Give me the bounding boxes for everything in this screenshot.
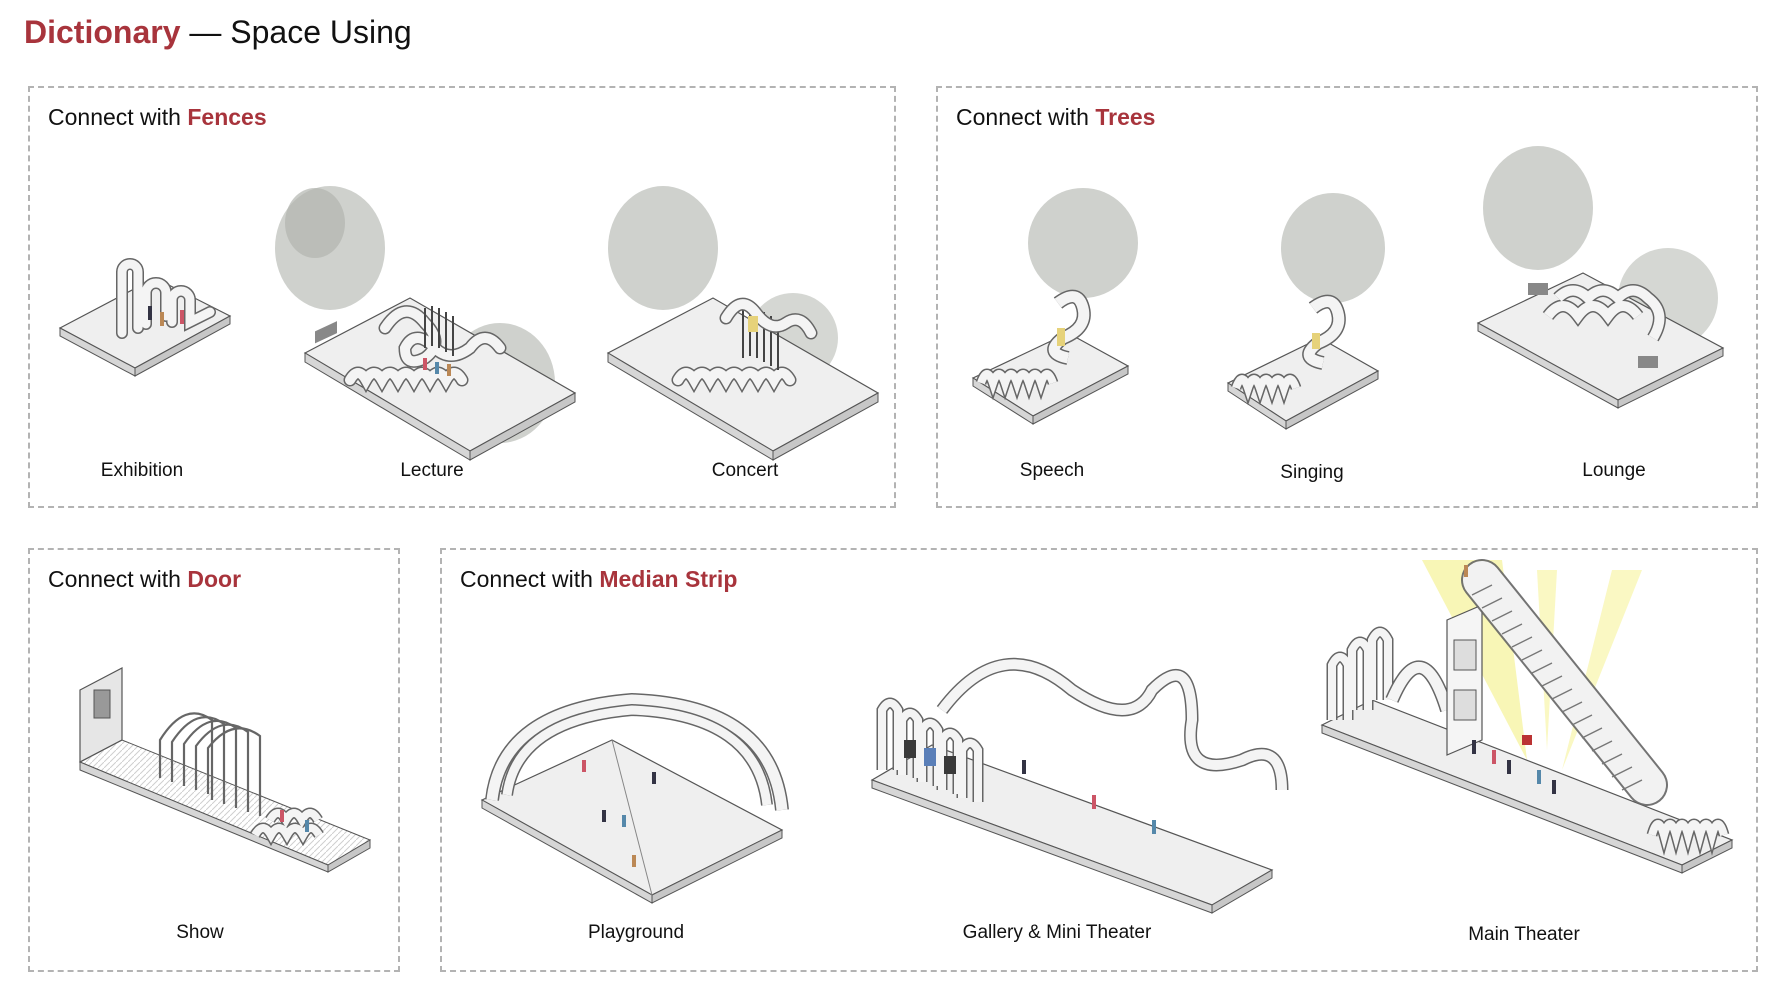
panel-median-keyword: Median Strip (599, 566, 738, 592)
panel-trees-keyword: Trees (1095, 104, 1156, 130)
page-title: Dictionary — Space Using (24, 14, 412, 51)
panel-fences-title: Connect with Fences (48, 104, 267, 131)
title-accent: Dictionary (24, 14, 181, 50)
caption-lecture: Lecture (400, 460, 464, 481)
speech-illustration (971, 178, 1143, 478)
playground-illustration (480, 690, 792, 920)
panel-median-title: Connect with Median Strip (460, 566, 737, 593)
panel-door: Connect with Door Show (28, 548, 400, 972)
lounge-illustration (1476, 138, 1738, 458)
caption-main-theater: Main Theater (1468, 924, 1580, 945)
panel-trees-prefix: Connect with (956, 104, 1096, 130)
panel-fences: Connect with Fences Exhibition (28, 86, 896, 508)
caption-gallery-mini-theater: Gallery & Mini Theater (962, 922, 1152, 943)
caption-speech: Speech (1019, 460, 1085, 481)
panel-median-strip: Connect with Median Strip Playground (440, 548, 1758, 972)
panel-door-title: Connect with Door (48, 566, 241, 593)
panel-trees-title: Connect with Trees (956, 104, 1155, 131)
caption-playground: Playground (587, 922, 685, 943)
caption-concert: Concert (711, 460, 779, 481)
gallery-mini-theater-illustration (870, 620, 1289, 920)
caption-exhibition: Exhibition (100, 460, 184, 481)
concert-illustration (606, 168, 898, 488)
panel-trees: Connect with Trees Speech S (936, 86, 1758, 508)
title-rest: — Space Using (180, 14, 412, 50)
panel-door-prefix: Connect with (48, 566, 188, 592)
show-illustration (78, 660, 380, 900)
main-theater-illustration (1320, 559, 1742, 920)
panel-median-prefix: Connect with (460, 566, 600, 592)
caption-singing: Singing (1280, 462, 1344, 483)
caption-show: Show (176, 922, 224, 943)
exhibition-illustration (58, 238, 240, 468)
panel-fences-prefix: Connect with (48, 104, 188, 130)
lecture-illustration (275, 168, 585, 488)
caption-lounge: Lounge (1582, 460, 1646, 481)
panel-door-keyword: Door (187, 566, 242, 592)
singing-illustration (1226, 183, 1388, 483)
panel-fences-keyword: Fences (187, 104, 267, 130)
